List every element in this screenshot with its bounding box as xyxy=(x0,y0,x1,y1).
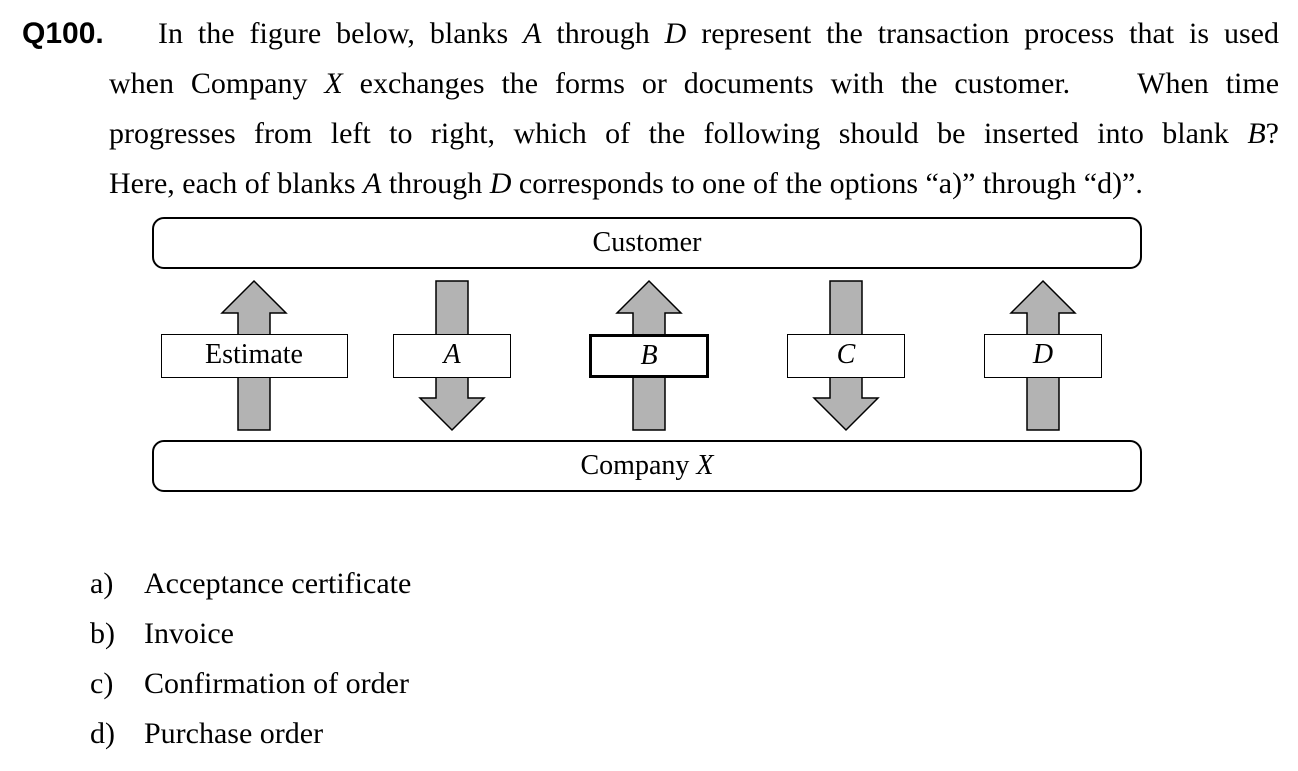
company-var: X xyxy=(696,450,714,481)
step-box-5: D xyxy=(984,334,1102,378)
step-box-4: C xyxy=(787,334,905,378)
option-item: d) Purchase order xyxy=(90,714,323,754)
option-letter: b) xyxy=(90,617,115,650)
var: B xyxy=(1247,117,1266,150)
option-item: c) Confirmation of order xyxy=(90,664,409,704)
question-text-line-3: progresses from left to right, which of … xyxy=(109,114,1279,154)
step-box-3: B xyxy=(589,334,709,378)
question-number: Q100. xyxy=(22,17,104,50)
option-item: b) Invoice xyxy=(90,614,234,654)
text: exchanges the forms or documents with th… xyxy=(342,67,1280,100)
option-letter: a) xyxy=(90,567,114,600)
var: A xyxy=(523,17,542,50)
step-box-1: Estimate xyxy=(160,334,348,378)
company-label: Company xyxy=(580,450,697,481)
option-letter: d) xyxy=(90,717,115,750)
customer-band: Customer xyxy=(152,217,1142,269)
option-letter: c) xyxy=(90,667,114,700)
text: through xyxy=(381,167,490,200)
text: when Company xyxy=(109,67,325,100)
text: through xyxy=(541,17,665,50)
text: corresponds to one of the options “a)” t… xyxy=(511,167,1143,200)
text: Here, each of blanks xyxy=(109,167,364,200)
question-text-line-4: Here, each of blanks A through D corresp… xyxy=(109,164,1143,204)
text: represent the transaction process that i… xyxy=(686,17,1279,50)
company-band: Company X xyxy=(152,440,1142,492)
step-box-2: A xyxy=(393,334,511,378)
option-text: Acceptance certificate xyxy=(144,567,412,600)
customer-label: Customer xyxy=(592,227,702,258)
var: X xyxy=(324,67,343,100)
option-text: Purchase order xyxy=(144,717,324,750)
var: D xyxy=(664,17,687,50)
text: In the figure below, blanks xyxy=(158,17,524,50)
text: ? xyxy=(1265,117,1279,150)
question-text-line-2: when Company X exchanges the forms or do… xyxy=(109,64,1279,104)
var: D xyxy=(489,167,512,200)
text: progresses from left to right, which of … xyxy=(109,117,1248,150)
option-text: Invoice xyxy=(144,617,234,650)
option-item: a) Acceptance certificate xyxy=(90,564,411,604)
var: A xyxy=(363,167,382,200)
question-text-line-1: In the figure below, blanks A through D … xyxy=(158,14,1279,54)
option-text: Confirmation of order xyxy=(144,667,409,700)
